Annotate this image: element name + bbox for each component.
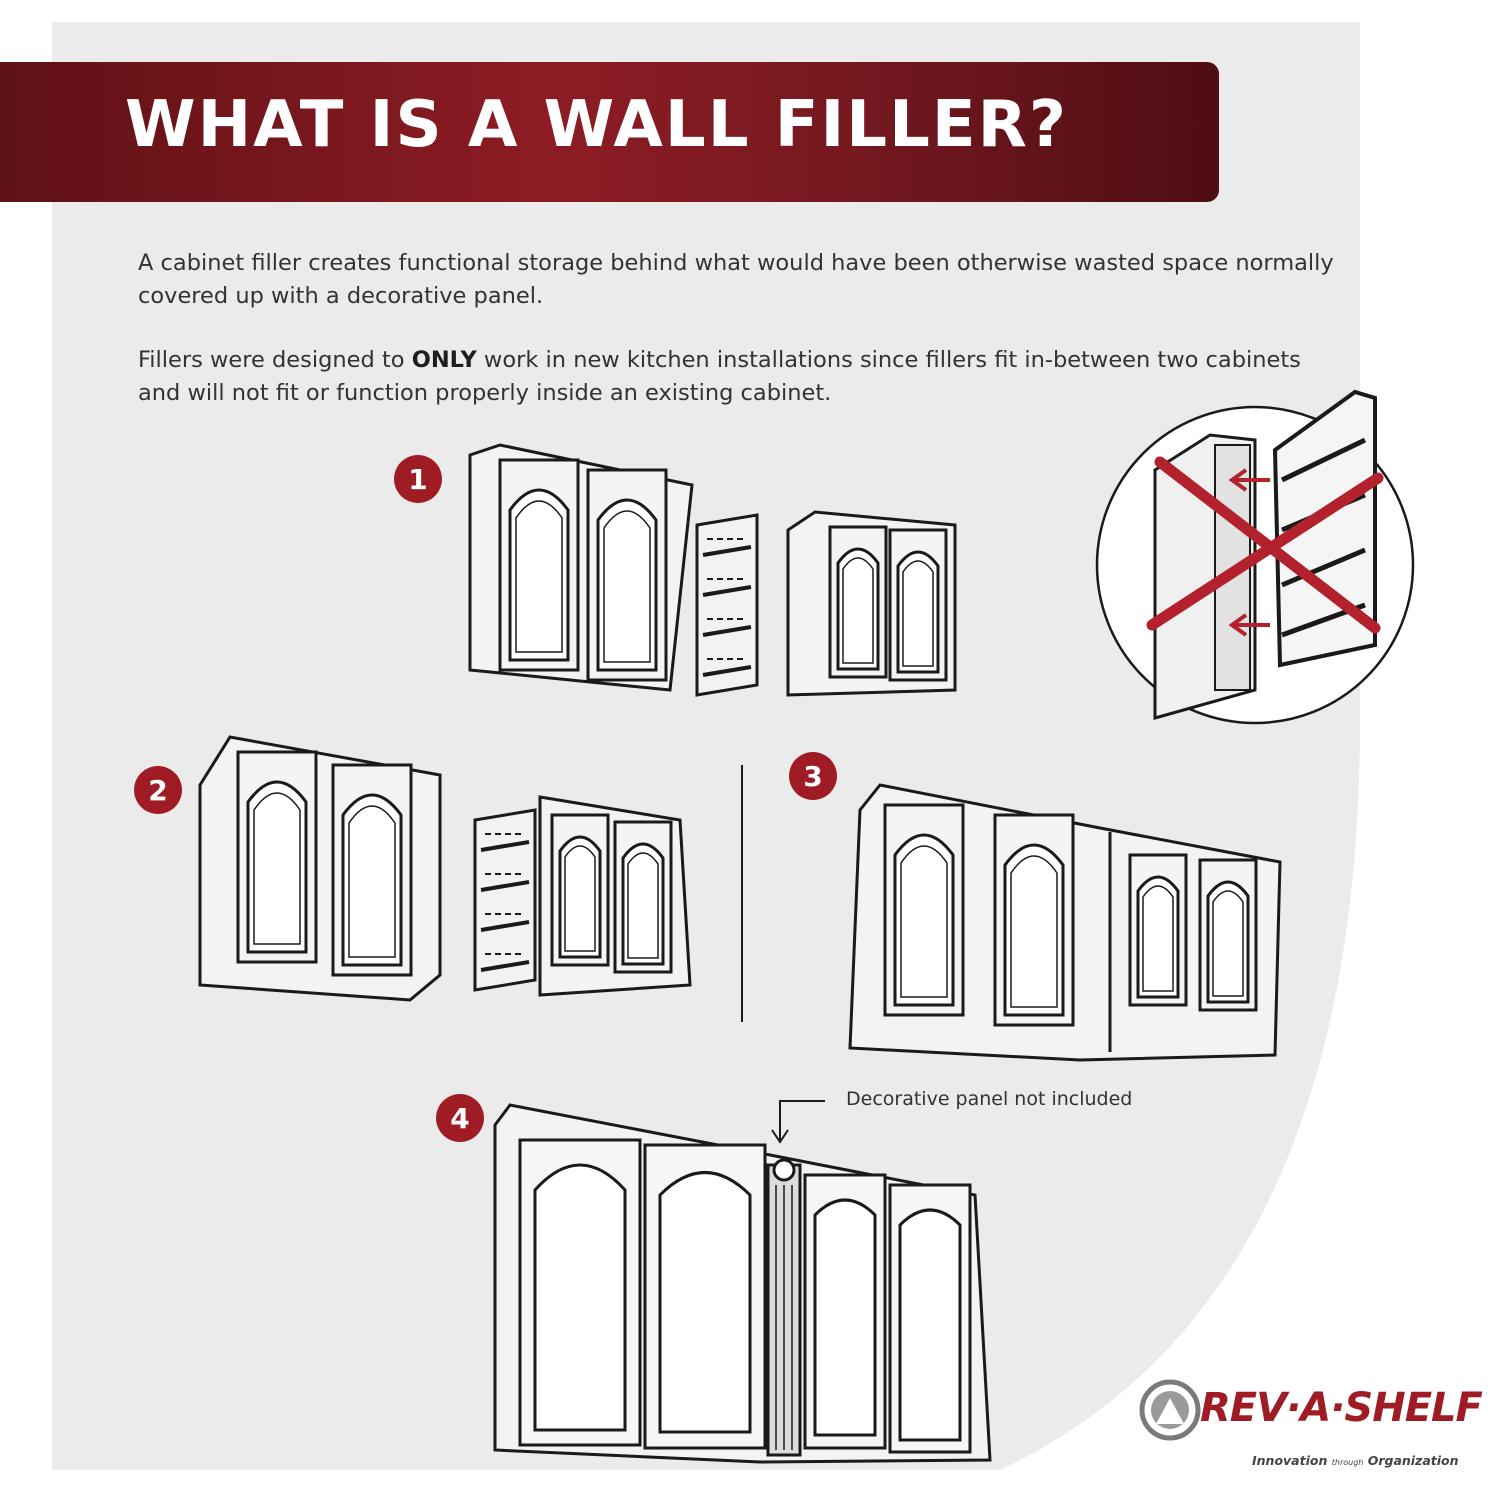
intro-paragraph-2: Fillers were designed to ONLY work in ne… <box>138 344 1338 410</box>
decorative-panel-note: Decorative panel not included <box>846 1088 1133 1110</box>
callout-arrow <box>771 1100 825 1144</box>
rev-a-shelf-logo-icon <box>1139 1379 1201 1441</box>
brand-wordmark: REV·A·SHELF <box>1200 1385 1483 1431</box>
brand-tagline: Innovation through Organization <box>1252 1453 1459 1468</box>
step-3-number: 3 <box>803 760 822 793</box>
step-4-illustration <box>493 1103 992 1464</box>
step-3-illustration <box>848 783 1282 1062</box>
step-4-number: 4 <box>450 1102 469 1135</box>
step-badge-4: 4 <box>436 1094 484 1142</box>
para-2-text-b: work in new kitchen installations since … <box>138 347 1301 406</box>
title-banner <box>0 62 1219 202</box>
step-badge-3: 3 <box>789 752 837 800</box>
step-badge-1: 1 <box>394 455 442 503</box>
tagline-part-1: Innovation <box>1252 1453 1328 1468</box>
para-2-text-a: Fillers were designed to <box>138 347 412 373</box>
only-emphasis: ONLY <box>411 347 477 373</box>
page-title: WHAT IS A WALL FILLER? <box>125 88 1068 162</box>
step-1-number: 1 <box>408 463 427 496</box>
intro-paragraph-1: A cabinet filler creates functional stor… <box>138 250 1334 309</box>
step-2-illustration <box>198 735 692 1002</box>
tagline-part-3: Organization <box>1367 1453 1459 1468</box>
tagline-part-2: through <box>1331 1458 1364 1467</box>
no-fit-illustration <box>1095 389 1415 725</box>
step-2-number: 2 <box>148 774 167 807</box>
step-badge-2: 2 <box>134 766 182 814</box>
step-1-illustration <box>468 443 957 697</box>
